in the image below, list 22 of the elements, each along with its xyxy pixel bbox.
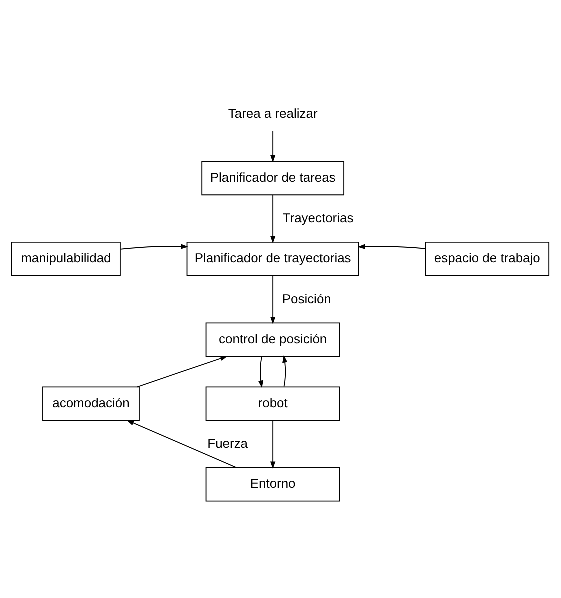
- arrow: [258, 356, 264, 388]
- arrow: [126, 420, 238, 468]
- node-box: Planificador de trayectorias: [186, 241, 360, 276]
- node-box: Entorno: [206, 466, 340, 502]
- arrow: [120, 244, 188, 250]
- edge-label: Fuerza: [208, 436, 248, 451]
- node-box: Planificador de tareas: [202, 160, 345, 196]
- node-box: robot: [206, 386, 340, 421]
- node-text: Tarea a realizar: [228, 105, 318, 120]
- arrow: [282, 354, 288, 387]
- edge-label: Trayectorias: [282, 210, 354, 226]
- edge-label: Posición: [282, 290, 332, 306]
- node-box: acomodación: [42, 386, 140, 421]
- node-box: manipulabilidad: [11, 241, 121, 276]
- arrow: [358, 244, 426, 249]
- node-box: control de posición: [206, 322, 340, 357]
- arrow: [270, 420, 276, 469]
- arrow: [270, 130, 276, 162]
- arrow: [270, 275, 276, 324]
- arrow: [270, 194, 276, 244]
- arrow: [137, 356, 228, 388]
- node-box: espacio de trabajo: [425, 241, 550, 276]
